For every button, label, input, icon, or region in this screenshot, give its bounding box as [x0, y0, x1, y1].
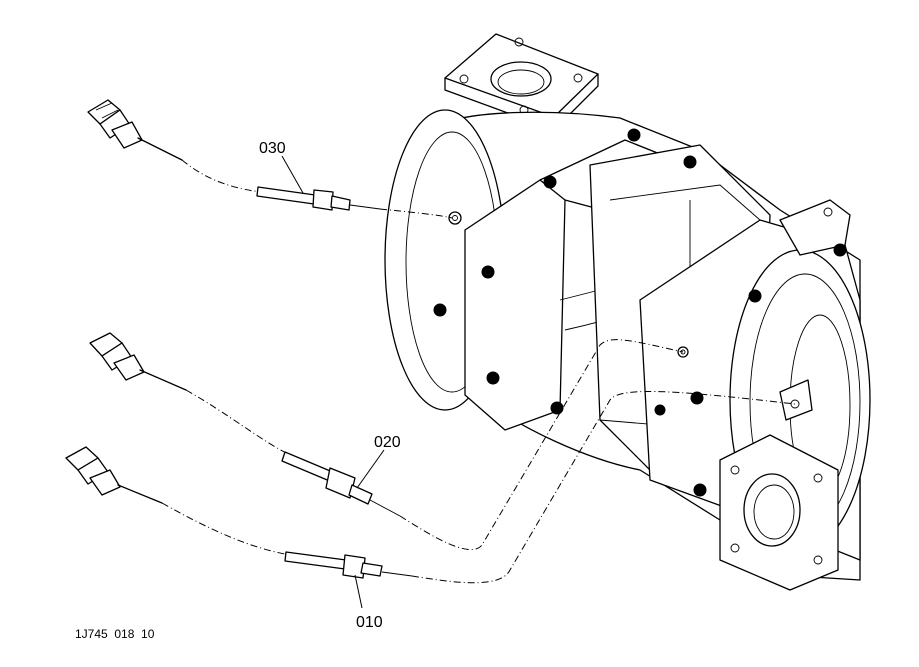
connector-030	[87, 99, 143, 149]
connector-020	[89, 332, 145, 381]
outlet-flange	[719, 434, 839, 591]
sensor-020[interactable]	[89, 332, 684, 550]
probe-020	[281, 451, 401, 517]
clamp-bolts	[433, 128, 847, 497]
dpf-muffler-assembly	[384, 33, 871, 591]
callout-020: 020	[374, 434, 401, 451]
leader-010	[354, 574, 363, 609]
callout-010: 010	[356, 614, 383, 631]
callout-030: 030	[259, 140, 286, 157]
leader-020	[356, 449, 385, 489]
probe-030	[256, 186, 381, 211]
probe-010	[284, 551, 413, 579]
sensor-030[interactable]	[87, 99, 453, 219]
drawing-number: 1J745 018 10	[75, 627, 155, 641]
leader-030	[281, 155, 304, 194]
sensor-010[interactable]	[65, 390, 796, 584]
sensor-bosses	[448, 211, 813, 421]
connector-010	[65, 446, 121, 496]
